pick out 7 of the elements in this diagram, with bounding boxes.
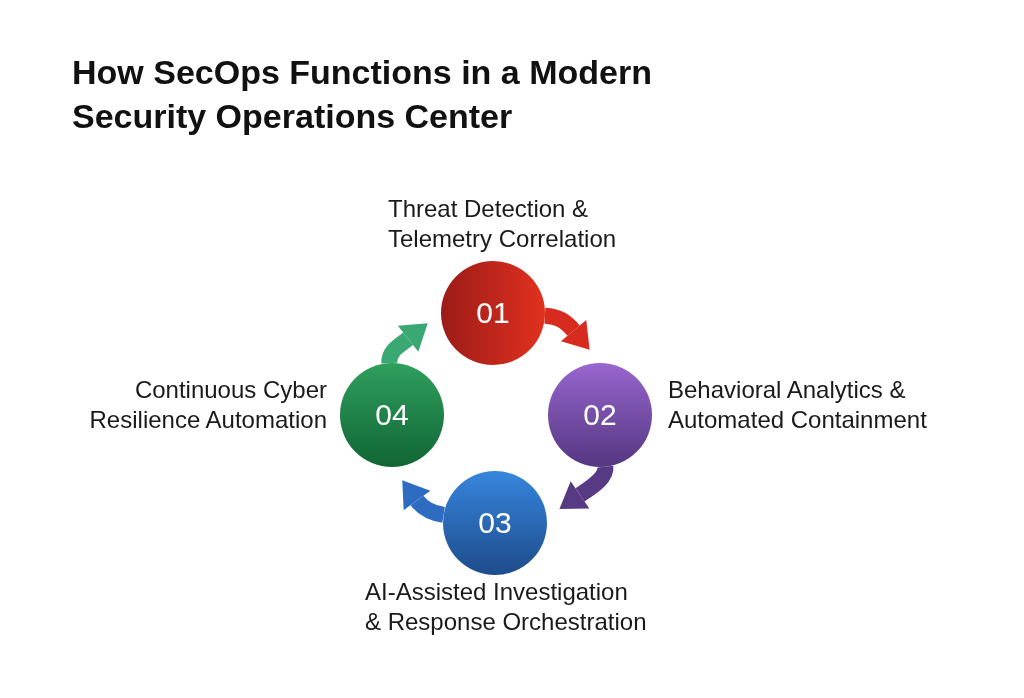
step-label: Threat Detection & Telemetry Correlation <box>388 195 617 252</box>
step-label: Continuous Cyber Resilience Automation <box>89 376 327 433</box>
curved-arrow <box>401 481 446 523</box>
title: How SecOps Functions in a Modern Security Operations Center <box>72 53 652 135</box>
step-label: AI-Assisted Investigation & Response Orchestration <box>365 578 647 635</box>
curved-arrow <box>544 307 590 350</box>
step-label: Behavioral Analytics & Automated Containment <box>668 376 927 433</box>
